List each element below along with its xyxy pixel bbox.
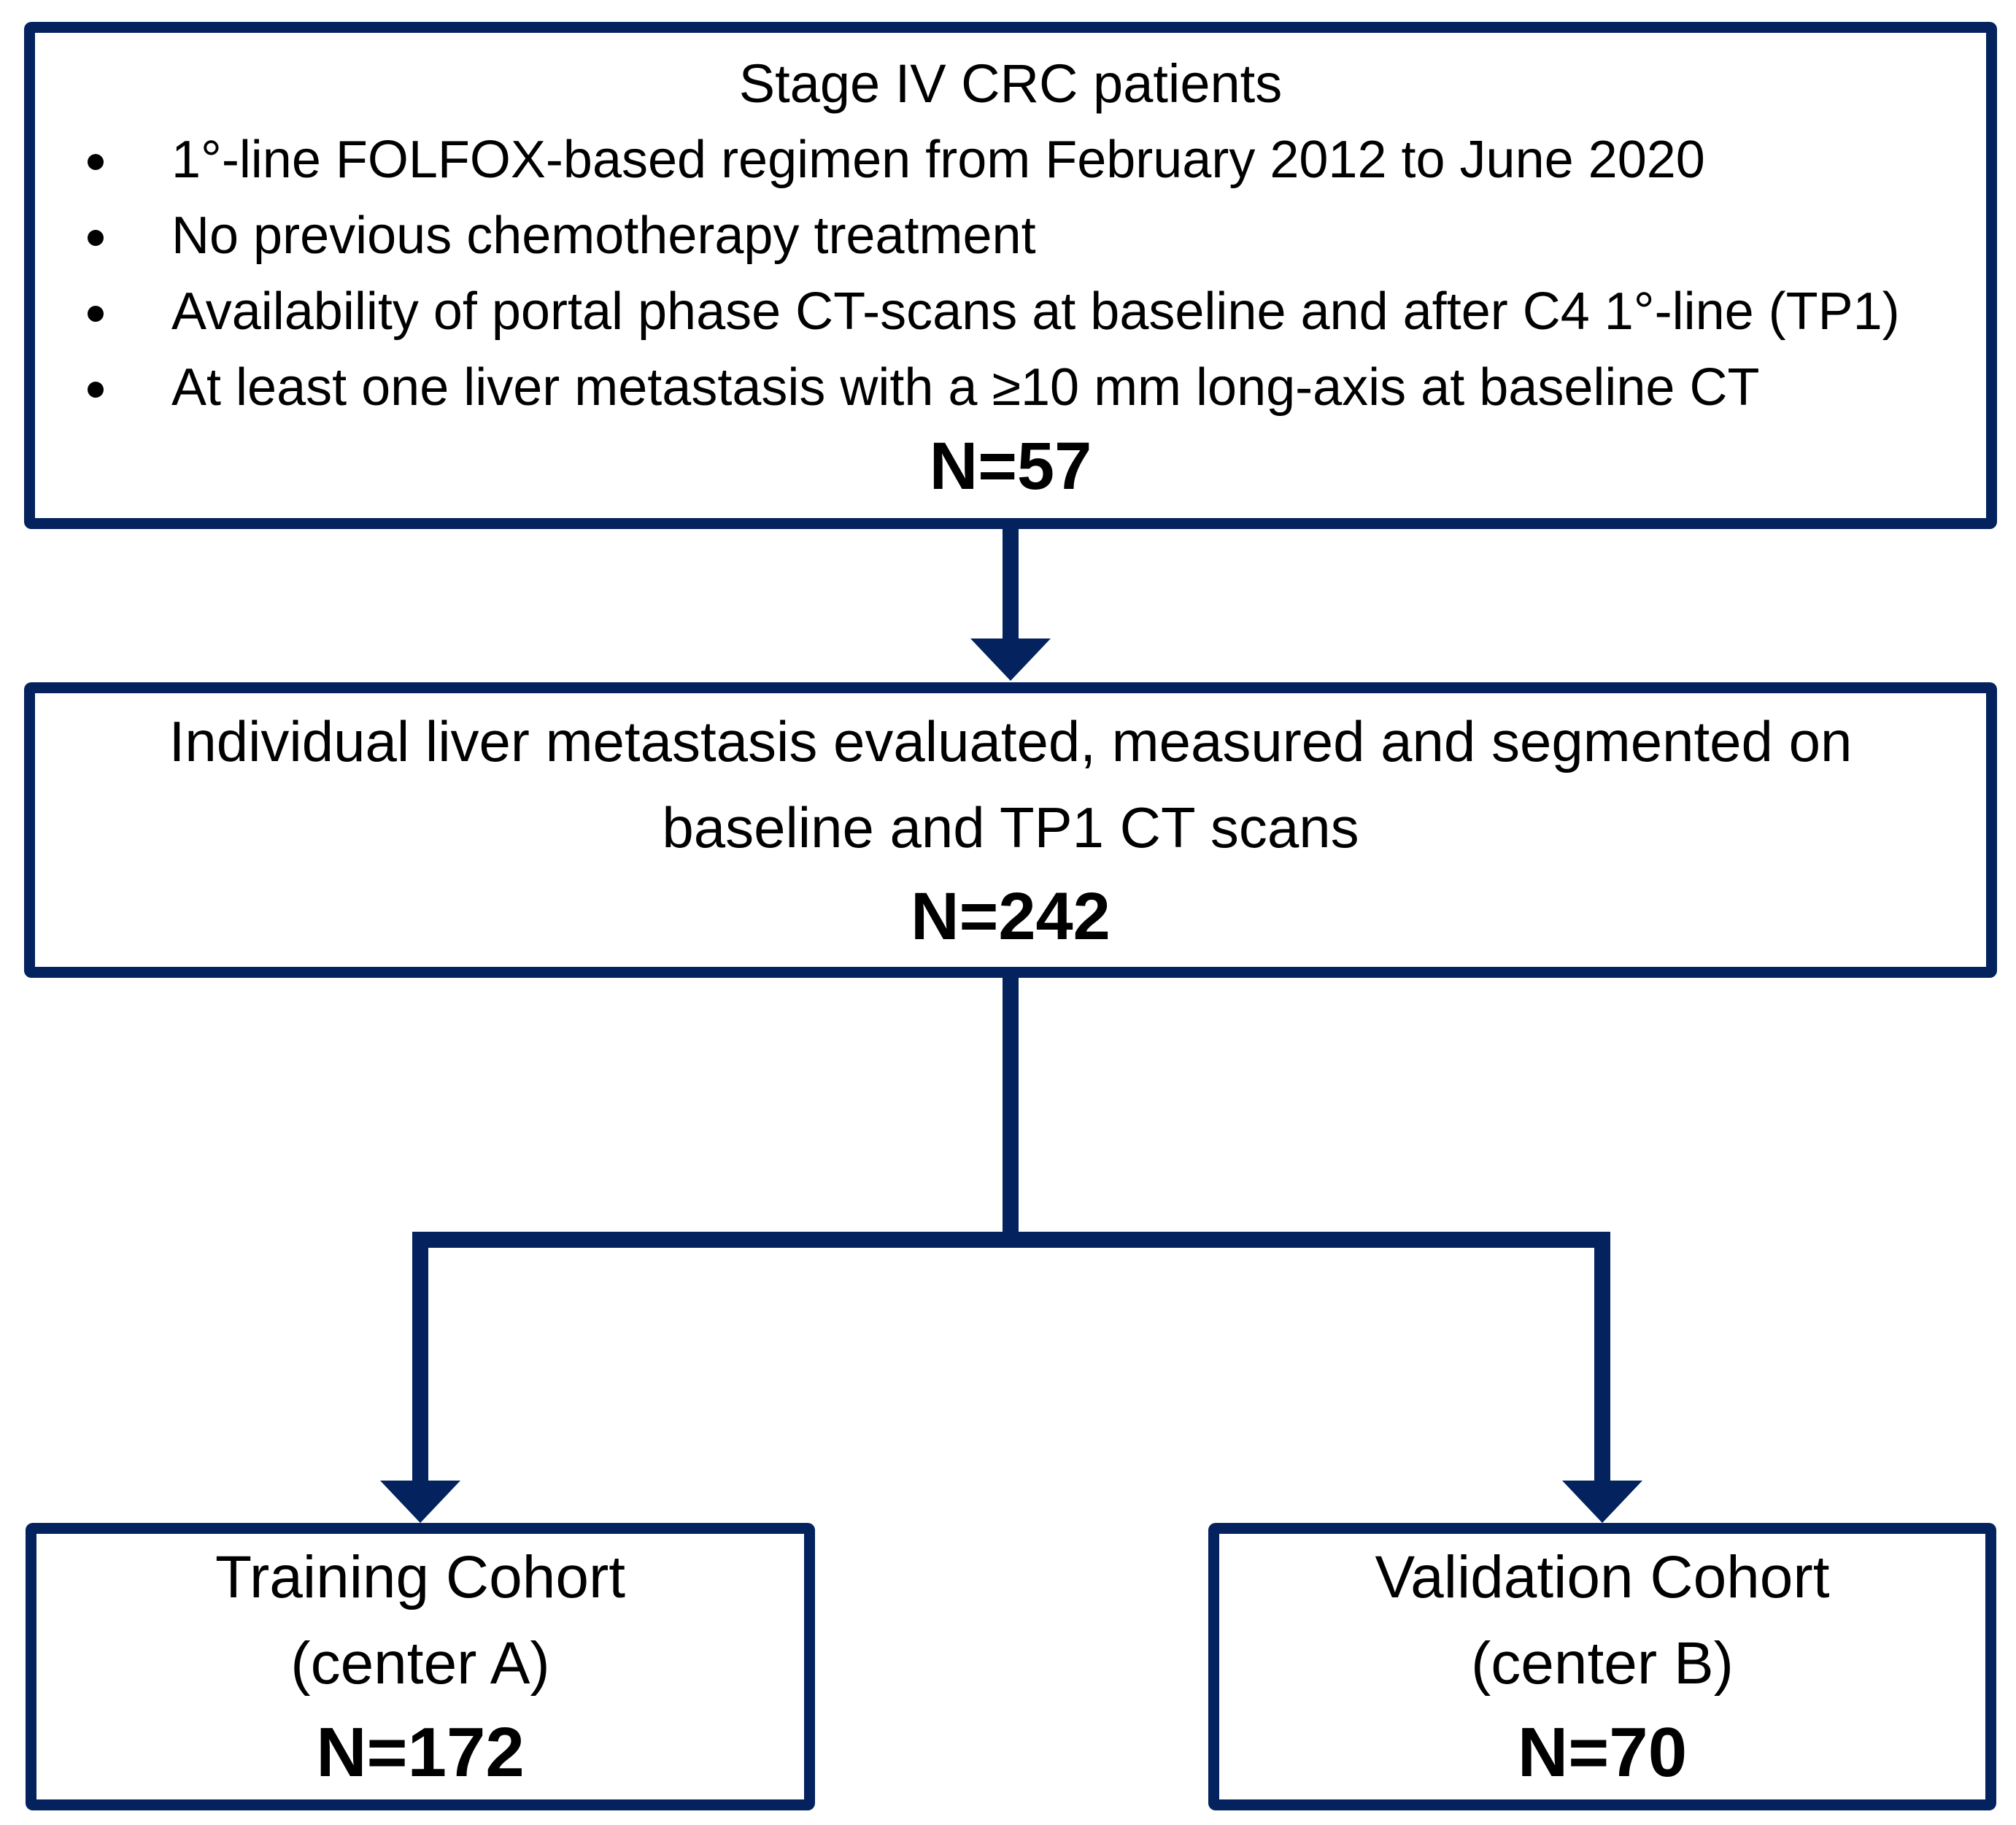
metastasis-text-line2: baseline and TP1 CT scans bbox=[662, 795, 1359, 860]
bullet-text: 1°-line FOLFOX-based regimen from Februa… bbox=[171, 131, 1705, 189]
connector-line bbox=[1003, 529, 1019, 644]
eligibility-bullet-item: Availability of portal phase CT-scans at… bbox=[57, 274, 1964, 350]
bullet-text: Availability of portal phase CT-scans at… bbox=[171, 282, 1900, 341]
training-cohort-title: Training Cohort bbox=[215, 1544, 626, 1610]
connector-line bbox=[412, 1232, 428, 1483]
eligibility-count: N=57 bbox=[929, 429, 1092, 503]
bullet-text: No previous chemotherapy treatment bbox=[171, 207, 1036, 265]
eligibility-bullet-item: No previous chemotherapy treatment bbox=[57, 198, 1964, 274]
arrow-down-icon bbox=[380, 1481, 460, 1523]
metastasis-text-line1: Individual liver metastasis evaluated, m… bbox=[169, 709, 1853, 773]
eligibility-bullet-item: At least one liver metastasis with a ≥10… bbox=[57, 350, 1964, 425]
arrow-down-icon bbox=[1562, 1481, 1642, 1523]
eligibility-title: Stage IV CRC patients bbox=[738, 53, 1283, 114]
bullet-marker bbox=[88, 230, 104, 246]
bullet-marker bbox=[88, 154, 104, 170]
eligibility-bullet-item: 1°-line FOLFOX-based regimen from Februa… bbox=[57, 122, 1964, 198]
bullet-marker bbox=[88, 306, 104, 322]
validation-cohort-title: Validation Cohort bbox=[1375, 1544, 1830, 1610]
connector-line bbox=[1594, 1232, 1610, 1483]
training-cohort-count: N=172 bbox=[316, 1713, 525, 1791]
eligibility-box: Stage IV CRC patients 1°-line FOLFOX-bas… bbox=[24, 22, 1997, 529]
metastasis-count: N=242 bbox=[911, 879, 1111, 954]
bullet-marker bbox=[88, 382, 104, 398]
connector-line bbox=[1003, 978, 1019, 1241]
training-cohort-box: Training Cohort (center A) N=172 bbox=[26, 1523, 815, 1810]
connector-line bbox=[412, 1232, 1610, 1248]
bullet-text: At least one liver metastasis with a ≥10… bbox=[171, 358, 1760, 417]
validation-cohort-count: N=70 bbox=[1517, 1713, 1688, 1791]
arrow-down-icon bbox=[970, 638, 1051, 681]
validation-cohort-subtitle: (center B) bbox=[1471, 1630, 1734, 1697]
validation-cohort-box: Validation Cohort (center B) N=70 bbox=[1208, 1523, 1996, 1810]
metastasis-box: Individual liver metastasis evaluated, m… bbox=[24, 682, 1997, 978]
training-cohort-subtitle: (center A) bbox=[290, 1630, 550, 1697]
